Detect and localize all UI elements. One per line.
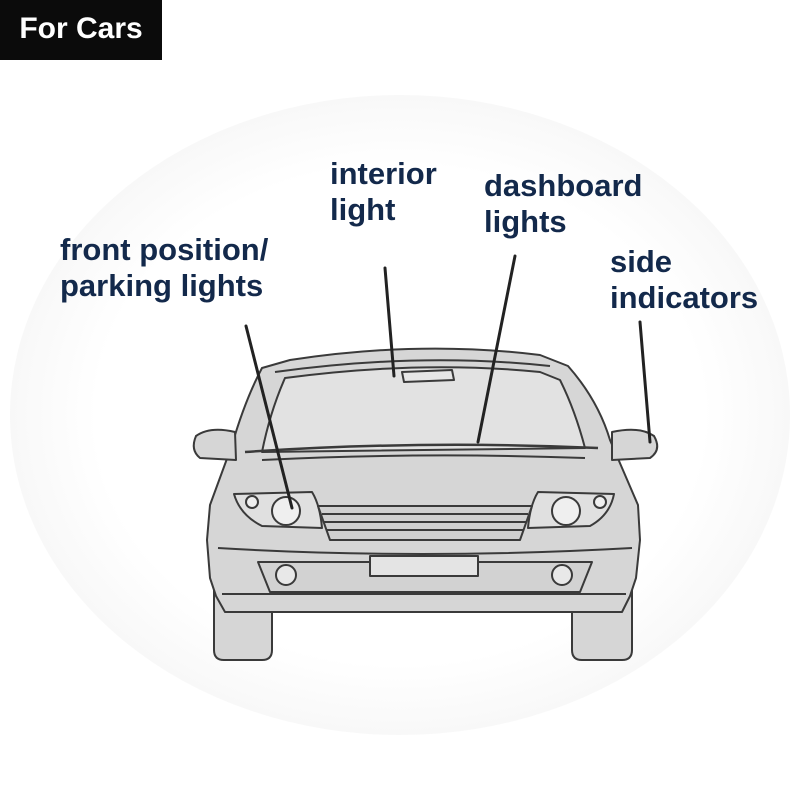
category-badge: For Cars <box>0 0 162 60</box>
right-fog-light <box>551 564 573 586</box>
front-bumper <box>217 547 633 555</box>
left-headlight-lamp <box>271 496 301 526</box>
interior-light-pointer <box>383 266 396 378</box>
license-plate <box>369 555 479 577</box>
front-parking-lights-label-line2: parking lights <box>60 268 264 303</box>
interior-light-housing <box>401 369 455 383</box>
dashboard-lights-label-line2: lights <box>484 204 567 239</box>
front-parking-lights-label: front position/ parking lights <box>60 232 268 304</box>
dashboard-lights-label: dashboard lights <box>484 168 642 240</box>
interior-light-label-line2: light <box>330 192 396 227</box>
hood-line <box>244 443 599 454</box>
right-headlight-lamp-small <box>593 495 607 509</box>
interior-light-label-line1: interior <box>330 156 437 191</box>
left-headlight-lamp-small <box>245 495 259 509</box>
side-indicator-pointer <box>638 320 652 444</box>
left-fog-light <box>275 564 297 586</box>
right-headlight-lamp <box>551 496 581 526</box>
windshield <box>261 366 586 453</box>
front-parking-pointer <box>244 324 294 510</box>
left-mirror <box>192 428 237 461</box>
windshield-frame <box>274 359 551 373</box>
side-indicators-label: side indicators <box>610 244 758 316</box>
hood-crease <box>261 454 586 461</box>
side-indicators-label-line2: indicators <box>610 280 759 315</box>
dashboard-lights-pointer <box>476 254 517 444</box>
front-parking-lights-label-line1: front position/ <box>60 232 269 267</box>
right-mirror <box>611 428 659 461</box>
interior-light-label: interior light <box>330 156 437 228</box>
side-indicators-label-line1: side <box>610 244 673 279</box>
dashboard-lights-label-line1: dashboard <box>484 168 643 203</box>
